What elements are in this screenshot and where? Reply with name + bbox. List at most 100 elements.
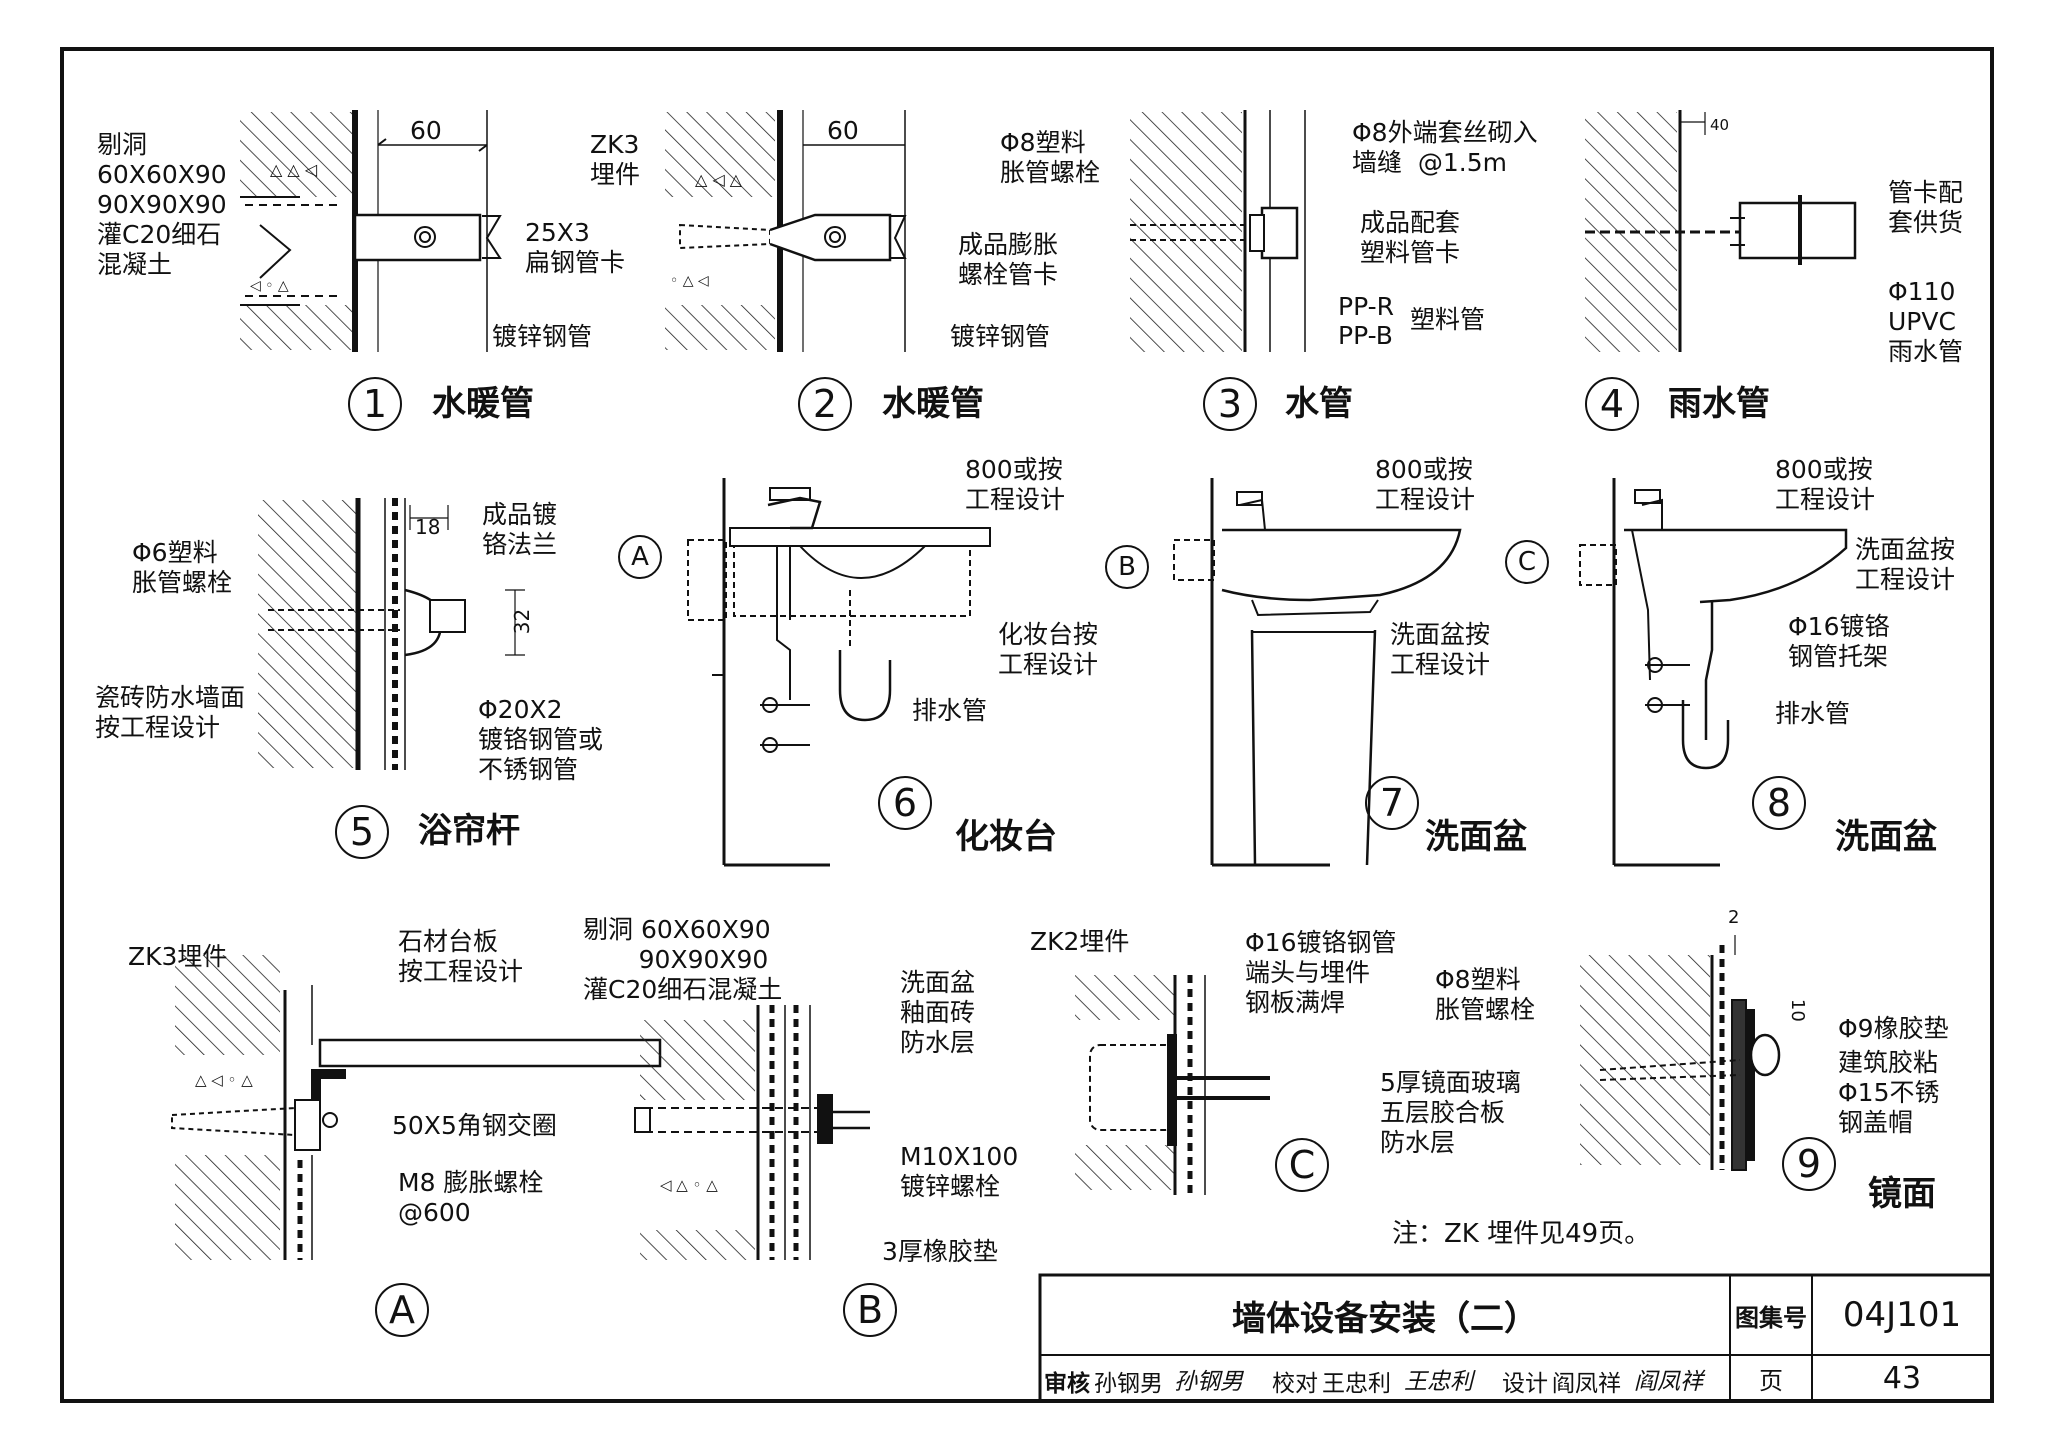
svg-text:◁ △ ◦ △: ◁ △ ◦ △ (660, 1176, 718, 1194)
detail-7-title: 洗面盆 (1425, 817, 1527, 857)
detail-7-drawing (1173, 478, 1462, 867)
svg-text:△ △ ◁: △ △ ◁ (270, 160, 318, 179)
sheet-border (60, 47, 1994, 1403)
detail-8-basin-label: 洗面盆按 工程设计 (1855, 535, 1956, 594)
check-label: 校对 (1272, 1371, 1318, 1397)
detail-2-title: 水暖管 (882, 384, 984, 424)
detail-1-dimension: 60 (410, 116, 442, 145)
detail-3-pipe-material: 塑料管 (1410, 305, 1486, 334)
detail-3-clip-label: 成品配套 塑料管卡 (1360, 208, 1461, 267)
detail-b-drawing: ◁ △ ◦ △ (634, 1005, 870, 1260)
detail-9-dimension-b: 10 (1786, 998, 1808, 1022)
checker-signature: 王忠利 (1404, 1369, 1473, 1395)
detail-5-flange-label: 成品镀 铬法兰 (482, 500, 558, 559)
detail-4-clip-label: 管卡配 套供货 (1888, 178, 1964, 237)
detail-1-hole-label: 剔洞 60X60X90 90X90X90 灌C20细石 混凝土 (97, 130, 227, 279)
svg-text:◁ ◦ △: ◁ ◦ △ (250, 278, 289, 294)
detail-4-pipe-label: Φ110 UPVC 雨水管 (1888, 277, 1964, 366)
detail-8-dimension: 800或按 工程设计 (1775, 455, 1876, 514)
detail-b-tag: B (843, 1283, 897, 1337)
detail-6-drain-label: 排水管 (912, 696, 988, 725)
detail-6-top-label: 化妆台按 工程设计 (998, 620, 1099, 679)
detail-5-drawing (258, 498, 525, 770)
detail-a-embed-label: ZK3埋件 (128, 942, 228, 971)
detail-8-section-tag: C (1505, 540, 1549, 584)
detail-9-layers-label: 5厚镜面玻璃 五层胶合板 防水层 (1380, 1068, 1521, 1157)
detail-c-embed-label: ZK2埋件 (1030, 927, 1130, 956)
detail-8-bracket-label: Φ16镀铬 钢管托架 (1788, 612, 1890, 671)
detail-1-clip-label: 25X3 扁钢管卡 (525, 218, 626, 277)
atlas-number: 04J101 (1842, 1295, 1962, 1335)
detail-2-drawing: △ ◁ △ ◦ △ ◁ (665, 110, 907, 352)
detail-a-tag: A (375, 1283, 429, 1337)
svg-text:△ ◁ △: △ ◁ △ (695, 170, 743, 189)
svg-text:◦ △ ◁: ◦ △ ◁ (670, 273, 709, 289)
detail-9-drawing (1580, 935, 1781, 1171)
detail-2-number: 2 (798, 377, 852, 431)
detail-5-dimension-a: 18 (415, 515, 441, 539)
detail-3-bolt-label: Φ8塑料 胀管螺栓 (1000, 128, 1101, 187)
page-label: 页 (1759, 1366, 1783, 1395)
detail-5-dimension-b: 32 (510, 608, 535, 635)
detail-8-title: 洗面盆 (1835, 817, 1937, 857)
detail-8-drawing (1579, 478, 1848, 867)
detail-b-layers-label: 洗面盆 釉面砖 防水层 (900, 968, 976, 1057)
detail-a-bolt-label: M8 膨胀螺栓 @600 (398, 1168, 544, 1227)
detail-9-cap-label: 建筑胶粘 Φ15不锈 钢盖帽 (1838, 1048, 1940, 1137)
detail-2-clip-label: 成品膨胀 螺栓管卡 (958, 230, 1059, 289)
detail-1-number: 1 (348, 377, 402, 431)
detail-3-pipe-type-a: PP-R (1338, 292, 1394, 321)
reviewer-name: 孙钢男 (1094, 1371, 1163, 1397)
note-text: 注：ZK 埋件见49页。 (1392, 1219, 1651, 1249)
detail-3-title: 水管 (1285, 384, 1353, 424)
detail-4-title: 雨水管 (1668, 384, 1770, 424)
detail-1-drawing: △ △ ◁ ◁ ◦ △ (240, 110, 502, 352)
detail-5-number: 5 (335, 805, 389, 859)
detail-a-slab-label: 石材台板 按工程设计 (398, 927, 524, 986)
detail-1-pipe-label: 镀锌钢管 (492, 322, 593, 351)
detail-3-drawing (1130, 110, 1306, 352)
atlas-number-label: 图集号 (1735, 1303, 1807, 1332)
detail-1-title: 水暖管 (432, 384, 534, 424)
detail-7-dimension: 800或按 工程设计 (1375, 455, 1476, 514)
detail-6-number: 6 (878, 776, 932, 830)
detail-7-number: 7 (1365, 776, 1419, 830)
detail-c-weld-label: Φ16镀铬钢管 端头与埋件 钢板满焊 (1245, 928, 1397, 1017)
detail-8-drain-label: 排水管 (1775, 699, 1851, 728)
page-number: 43 (1882, 1360, 1922, 1396)
detail-8-number: 8 (1752, 776, 1806, 830)
detail-5-pipe-label: Φ20X2 镀铬钢管或 不锈钢管 (478, 695, 604, 784)
detail-9-number: 9 (1782, 1137, 1836, 1191)
review-label: 审核 (1044, 1371, 1090, 1397)
detail-3-number: 3 (1203, 377, 1257, 431)
design-label: 设计 (1502, 1371, 1548, 1397)
detail-2-dimension: 60 (827, 116, 859, 145)
designer-signature: 阎凤祥 (1634, 1369, 1703, 1395)
detail-4-bolt-label: Φ8外端套丝砌入 墙缝 @1.5m (1352, 118, 1538, 177)
detail-9-pad-label: Φ9橡胶垫 (1838, 1014, 1949, 1043)
detail-5-wall-label: 瓷砖防水墙面 按工程设计 (95, 683, 246, 742)
detail-5-bolt-label: Φ6塑料 胀管螺栓 (132, 538, 233, 597)
detail-5-title: 浴帘杆 (418, 811, 520, 851)
detail-6-dimension: 800或按 工程设计 (965, 455, 1066, 514)
reviewer-signature: 孙钢男 (1174, 1369, 1243, 1395)
detail-9-title: 镜面 (1868, 1174, 1936, 1214)
detail-9-dimension-a: 2 (1728, 907, 1740, 928)
detail-3-pipe-type-b: PP-B (1338, 321, 1393, 350)
detail-4-drawing (1585, 110, 1857, 352)
svg-text:△ ◁ ◦ △: △ ◁ ◦ △ (195, 1071, 253, 1089)
title-block-frame (1038, 1273, 1994, 1403)
checker-name: 王忠利 (1322, 1371, 1391, 1397)
detail-b-bolt-label: M10X100 镀锌螺栓 (900, 1142, 1019, 1201)
detail-4-number: 4 (1585, 377, 1639, 431)
detail-2-pipe-label: 镀锌钢管 (950, 322, 1051, 351)
detail-9-bolt-label: Φ8塑料 胀管螺栓 (1435, 965, 1536, 1024)
detail-a-drawing: △ ◁ ◦ △ (171, 955, 662, 1260)
detail-7-basin-label: 洗面盆按 工程设计 (1390, 620, 1491, 679)
detail-6-section-tag: A (618, 535, 662, 579)
drawing-title: 墙体设备安装（二） (1232, 1298, 1538, 1339)
detail-b-pad-label: 3厚橡胶垫 (882, 1237, 998, 1266)
detail-2-embed-label: ZK3 埋件 (590, 130, 641, 189)
detail-c-drawing (1075, 975, 1270, 1195)
